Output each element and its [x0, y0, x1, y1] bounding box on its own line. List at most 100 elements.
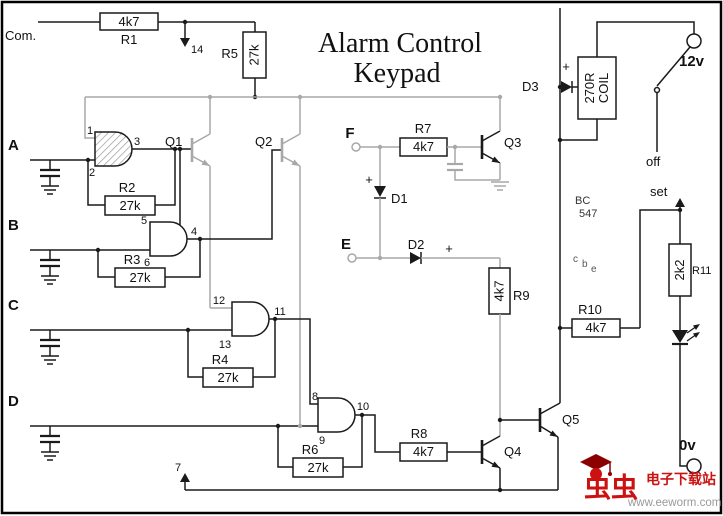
resistor-value: 4k7: [492, 281, 507, 302]
resistor-value: 27k: [247, 44, 262, 65]
pin-number: 7: [175, 462, 181, 474]
title-block: Alarm Control Keypad: [318, 28, 482, 89]
ground-label: 0v: [679, 437, 696, 454]
diode-d2: D2 +: [377, 237, 500, 264]
transistor-label: Q3: [504, 135, 521, 150]
terminal-circle: [686, 458, 702, 474]
gate-pin: 13: [219, 339, 231, 351]
arrow-down-icon: [180, 38, 190, 47]
input-label: F: [345, 125, 354, 142]
ground-icon: [41, 275, 59, 285]
collector-lead: [481, 130, 501, 142]
transistor-label: Q2: [255, 134, 272, 149]
input-label: B: [8, 217, 19, 234]
polarity-mark: +: [445, 241, 453, 256]
input-e: E: [341, 236, 410, 263]
gate-pin: 2: [89, 167, 95, 179]
watermark-logo-text: 虫虫: [584, 473, 638, 503]
junction-dot: [359, 412, 365, 418]
resistor-label: R1: [121, 32, 138, 47]
terminal-circle: [351, 142, 361, 152]
terminal-circle: [686, 33, 702, 49]
input-c: C: [8, 297, 232, 365]
ground-icon: [41, 355, 59, 365]
diode-label: D3: [522, 79, 539, 94]
gate-pin: 1: [87, 125, 93, 137]
watermark-logo-icon: [580, 454, 612, 480]
gate-pin: 4: [191, 226, 197, 238]
diode-triangle: [561, 81, 572, 93]
title-line-1: Alarm Control: [318, 28, 482, 59]
capacitor: [40, 160, 60, 186]
wire: [97, 250, 115, 278]
diode-d1: D1 +: [365, 147, 408, 258]
resistor-value: 4k7: [413, 139, 434, 154]
transistor-q1: Q1: [165, 97, 232, 309]
input-a: A: [8, 137, 95, 195]
resistor-r2: 27k R2: [85, 149, 176, 216]
terminal-circle: [347, 253, 357, 263]
led: [672, 296, 700, 467]
diode-label: D2: [408, 237, 425, 252]
collector-lead: [481, 435, 501, 447]
ic-gnd-pin-7: 7: [175, 462, 190, 490]
and-gate-body: [94, 131, 133, 167]
relay-coil: 270R COIL: [577, 56, 617, 120]
coil-value: 270R: [582, 72, 597, 103]
gate-pin: 8: [312, 391, 318, 403]
gate-pin: 9: [319, 435, 325, 447]
input-label: C: [8, 297, 19, 314]
arrow-up-icon: [180, 473, 190, 482]
input-label: A: [8, 137, 19, 154]
collector-lead: [191, 133, 211, 145]
wire: [454, 170, 500, 181]
transistor-label: Q4: [504, 444, 521, 459]
and-gate-body: [149, 221, 188, 257]
transistor-q2: Q2: [255, 97, 303, 429]
resistor-r9: 4k7 R9: [488, 258, 530, 436]
input-f: F: [345, 125, 400, 152]
wire: [187, 149, 282, 240]
diode-triangle: [410, 252, 421, 264]
transistor-q5: Q5: [530, 402, 579, 490]
resistor-r10: 4k7 R10: [560, 302, 640, 338]
gate-pin: 5: [141, 215, 147, 227]
pin-b-label: b: [582, 259, 588, 270]
supply-label: 12v: [679, 53, 705, 70]
transistor-part-annotation: BC 547 c b e: [573, 195, 597, 275]
pin-e-label: e: [591, 264, 597, 275]
resistor-label: R6: [302, 442, 319, 457]
wire: [155, 149, 176, 206]
gate-pin: 11: [274, 306, 285, 318]
wire: [165, 239, 201, 278]
switch-set-label: set: [650, 184, 668, 199]
collector-lead: [539, 402, 561, 415]
wire: [269, 318, 318, 405]
input-d: D: [8, 393, 318, 461]
wire: [596, 21, 695, 57]
resistor-label: R9: [513, 288, 530, 303]
resistor-value: 4k7: [413, 444, 434, 459]
polarity-mark: +: [562, 59, 570, 74]
resistor-value: 27k: [130, 270, 151, 285]
switch-off-label: off: [646, 154, 661, 169]
ic-vcc-pin-14: 14: [180, 19, 203, 56]
resistor-r8: 4k7 R8: [399, 426, 482, 462]
pin-c-label: c: [573, 254, 578, 265]
resistor-value: 27k: [308, 460, 329, 475]
transistor-label: Q1: [165, 134, 182, 149]
junction-dot: [85, 157, 91, 163]
switch-lever: [656, 46, 691, 87]
pullup-rail: [84, 94, 503, 139]
ground-rail: 7: [175, 462, 558, 491]
watermark: 虫虫 电子下载站 www.eeworm.com: [580, 454, 721, 509]
polarity-mark: +: [365, 172, 373, 187]
junction-dot: [377, 255, 383, 261]
top-rail: Com. 4k7 R1 14 27k R5: [5, 12, 267, 100]
resistor-label: R7: [415, 121, 432, 136]
part-number-line1: BC: [575, 195, 590, 207]
gate-1: 1 2 3: [87, 125, 192, 179]
resistor-r4: 27k R4: [185, 316, 278, 388]
